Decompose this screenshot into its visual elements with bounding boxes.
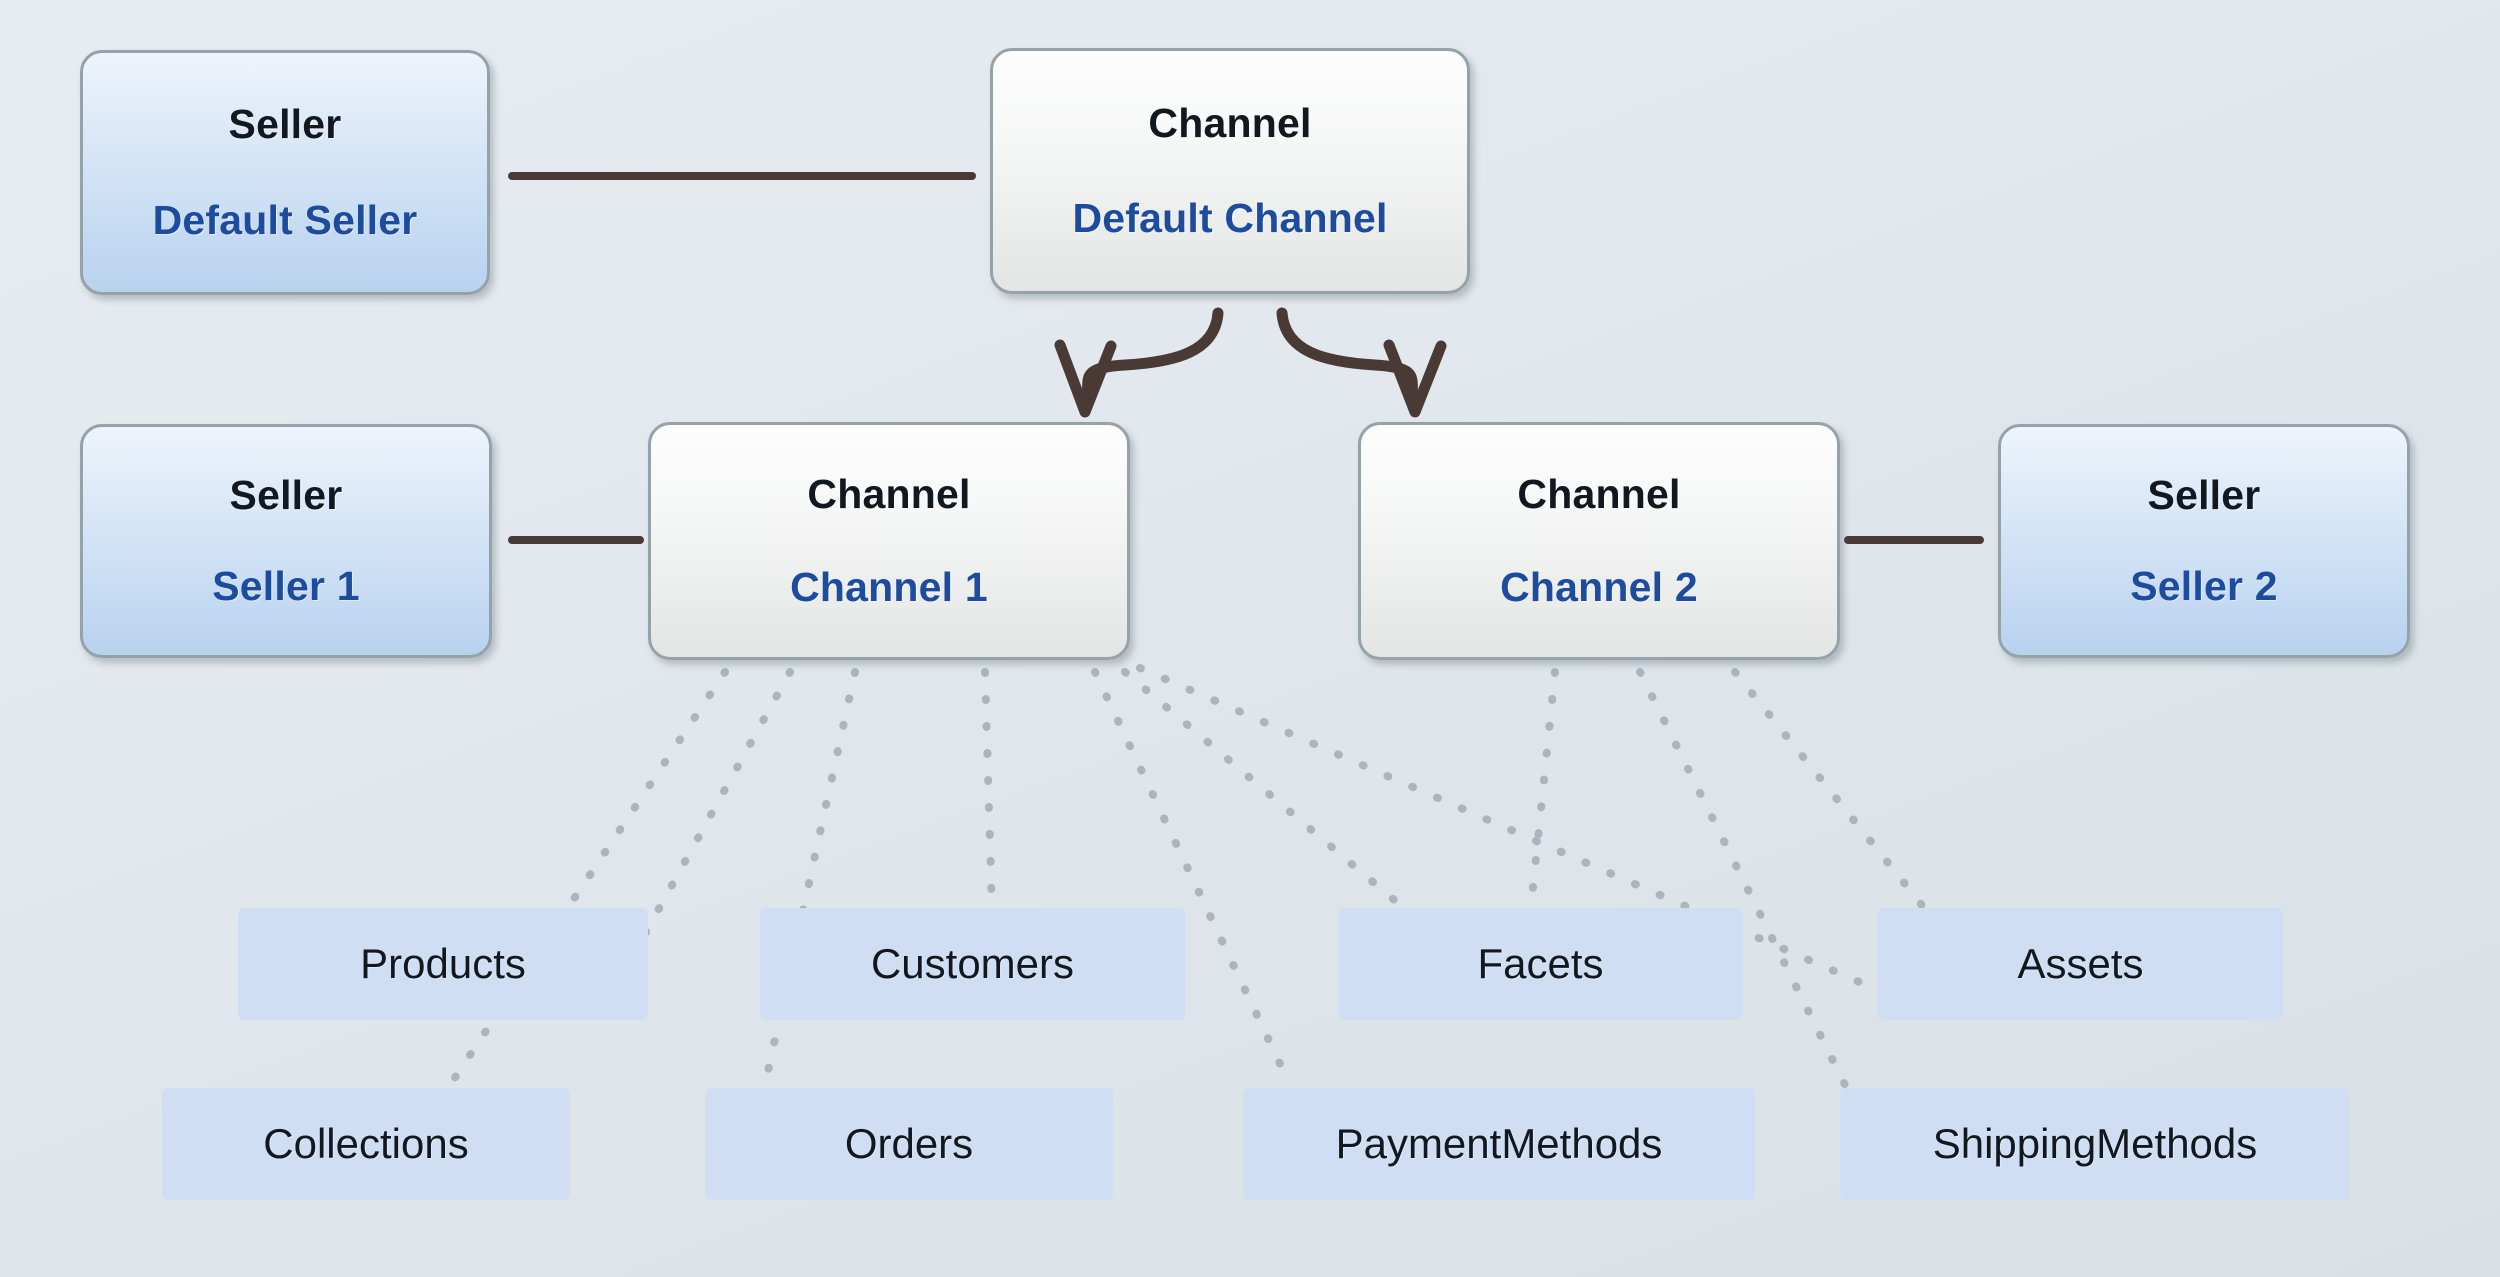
entity-chip-paymentmethods[interactable]: PaymentMethods [1243,1088,1755,1200]
node-seller-2[interactable]: Seller Seller 2 [1998,424,2410,658]
node-name-label: Default Channel [1072,195,1388,242]
entity-label: Orders [844,1120,974,1167]
node-type-label: Seller [2147,471,2261,518]
dotted-link-channel1-collections [446,668,729,1089]
node-name-label: Channel 1 [790,564,988,610]
entity-chip-facets[interactable]: Facets [1338,908,1743,1020]
node-default-seller[interactable]: Seller Default Seller [80,50,490,295]
node-channel-2[interactable]: Channel Channel 2 [1358,422,1840,660]
entity-chip-collections[interactable]: Collections [162,1088,570,1200]
entity-chip-assets[interactable]: Assets [1878,908,2283,1020]
entity-label: Products [360,940,526,987]
arrow-default-channel-to-channel2 [1276,307,1447,418]
node-seller-1[interactable]: Seller Seller 1 [80,424,492,658]
dotted-links-channel1 [446,664,1939,1089]
node-type-label: Seller [228,101,342,148]
node-type-label: Seller [229,471,343,518]
entity-label: Collections [263,1120,469,1167]
entity-label: Facets [1477,940,1604,987]
entity-chip-customers[interactable]: Customers [760,908,1185,1020]
entity-chip-orders[interactable]: Orders [705,1088,1113,1200]
node-channel-1[interactable]: Channel Channel 1 [648,422,1130,660]
arrow-default-channel-to-channel1 [1054,307,1224,418]
entity-label: PaymentMethods [1335,1120,1663,1167]
node-type-label: Channel [1148,99,1312,146]
node-type-label: Channel [807,471,971,517]
entity-label: Customers [870,940,1075,987]
entity-chip-products[interactable]: Products [238,908,648,1020]
dotted-links-channel2 [1516,668,2014,1089]
node-name-label: Seller 1 [212,563,360,610]
dotted-link-channel2-shippingmethods [1636,668,1849,1089]
node-default-channel[interactable]: Channel Default Channel [990,48,1470,294]
dotted-link-channel1-paymentmethods [1091,668,1294,1089]
node-type-label: Channel [1517,471,1681,517]
entity-label: ShippingMethods [1932,1120,2258,1167]
node-name-label: Default Seller [152,196,418,243]
entity-label: Assets [2017,940,2144,987]
entity-chip-shippingmethods[interactable]: ShippingMethods [1840,1088,2350,1200]
node-name-label: Channel 2 [1500,564,1698,610]
dotted-link-channel1-orders [761,668,859,1089]
node-name-label: Seller 2 [2130,563,2278,610]
